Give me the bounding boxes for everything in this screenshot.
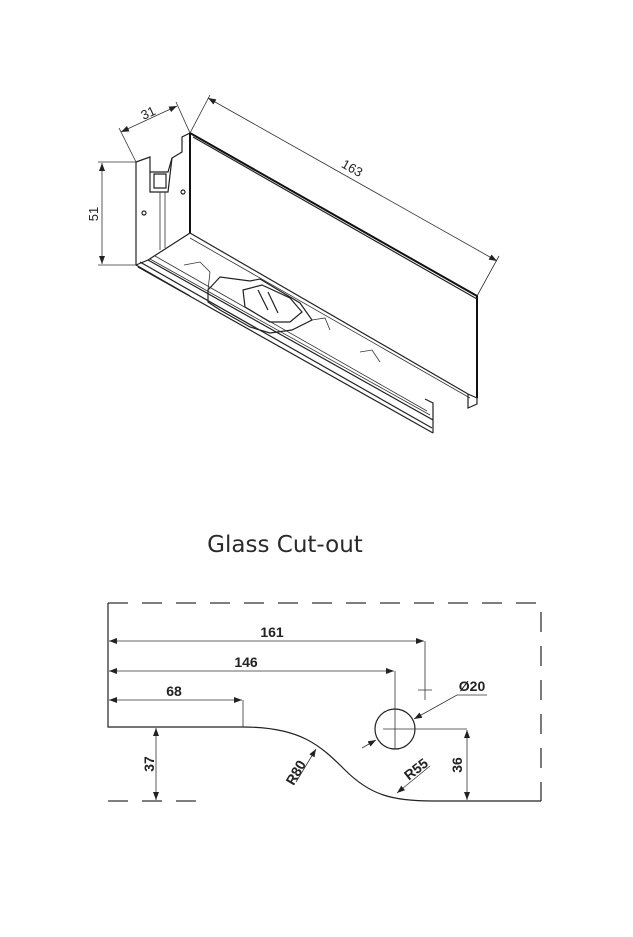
cover-plate	[189, 132, 478, 398]
dimension-label-36: 36	[449, 757, 465, 773]
dimension-label-31: 31	[138, 103, 157, 123]
glass-outline-dashed	[108, 602, 542, 801]
dimension-label-r80: R80	[282, 757, 309, 787]
dimension-height: 51	[86, 161, 136, 266]
cutout-profile	[107, 603, 541, 802]
dimension-width: 31	[118, 101, 191, 163]
dimension-label-37: 37	[141, 756, 157, 772]
dimension-length: 163	[189, 94, 500, 297]
dimension-label-163: 163	[339, 156, 365, 180]
dimension-label-hole-diameter: Ø20	[459, 678, 486, 694]
section-title: Glass Cut-out	[207, 532, 363, 558]
patch-fitting-isometric: 31 163 51	[86, 94, 500, 434]
dimension-label-r55: R55	[401, 755, 431, 784]
pivot-body	[207, 276, 313, 334]
dimension-label-146: 146	[234, 654, 258, 670]
dimension-label-161: 161	[260, 624, 284, 640]
base-rail	[135, 232, 434, 434]
glass-cutout-drawing: 161 146 68 Ø20 36 37 R80 R55	[107, 602, 542, 802]
dimension-label-68: 68	[166, 683, 182, 699]
dimension-label-51: 51	[86, 207, 101, 221]
